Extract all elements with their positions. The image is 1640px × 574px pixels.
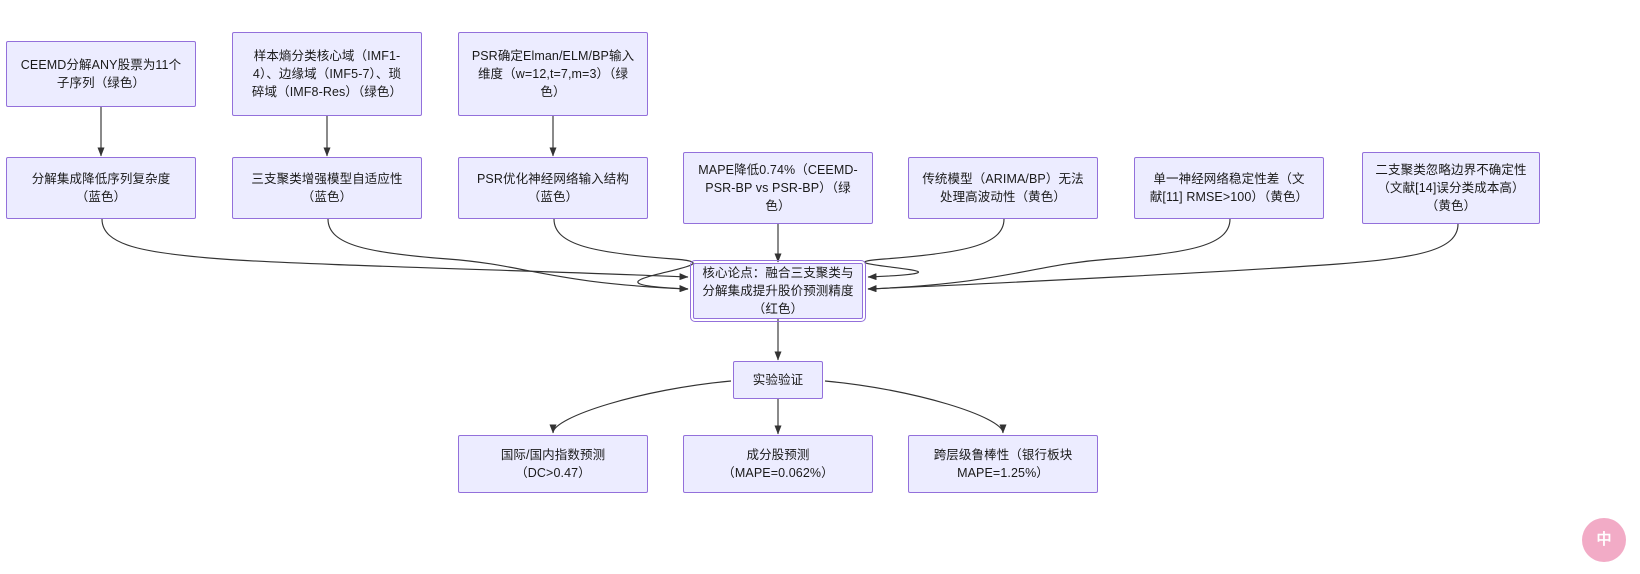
flow-node-n9[interactable]: 单一神经网络稳定性差（文 献[11] RMSE>100）（黄色） (1134, 157, 1324, 219)
flow-node-n8[interactable]: 传统模型（ARIMA/BP）无法 处理高波动性（黄色） (908, 157, 1098, 219)
flow-node-label: 成分股预测 （MAPE=0.062%） (692, 446, 864, 482)
flow-node-n11[interactable]: 实验验证 (733, 361, 823, 399)
flow-node-n4[interactable]: 分解集成降低序列复杂度 （蓝色） (6, 157, 196, 219)
flow-node-label: 二支聚类忽略边界不确定性 （文献[14]误分类成本高） （黄色） (1371, 161, 1531, 215)
flow-node-label: 跨层级鲁棒性（银行板块 MAPE=1.25%） (917, 446, 1089, 482)
flow-node-n10[interactable]: 二支聚类忽略边界不确定性 （文献[14]误分类成本高） （黄色） (1362, 152, 1540, 224)
flow-node-n12[interactable]: 国际/国内指数预测 （DC>0.47） (458, 435, 648, 493)
flow-node-n5[interactable]: 三支聚类增强模型自适应性 （蓝色） (232, 157, 422, 219)
watermark-text: 中 (1596, 532, 1611, 547)
flow-node-label: 分解集成降低序列复杂度 （蓝色） (15, 170, 187, 206)
watermark-badge: 中 (1582, 518, 1626, 562)
edge-n10-to-core (868, 224, 1458, 289)
edge-n9-to-core (868, 219, 1230, 289)
flow-node-label: PSR优化神经网络输入结构 （蓝色） (467, 170, 639, 206)
flow-node-n2[interactable]: 样本熵分类核心域（IMF1- 4）、边缘域（IMF5-7）、琐 碎域（IMF8-… (232, 32, 422, 116)
edge-n11-to-n12 (553, 381, 731, 433)
edge-n11-to-n14 (825, 381, 1003, 433)
flow-node-label: 国际/国内指数预测 （DC>0.47） (467, 446, 639, 482)
flow-node-core[interactable]: 核心论点：融合三支聚类与 分解集成提升股价预测精度 （红色） (693, 263, 863, 319)
flow-node-n6[interactable]: PSR优化神经网络输入结构 （蓝色） (458, 157, 648, 219)
flow-node-label: 单一神经网络稳定性差（文 献[11] RMSE>100）（黄色） (1143, 170, 1315, 206)
flow-node-label: CEEMD分解ANY股票为11个 子序列（绿色） (15, 56, 187, 92)
edge-n8-to-core (865, 219, 1004, 277)
flow-node-label: 三支聚类增强模型自适应性 （蓝色） (241, 170, 413, 206)
flow-node-label: PSR确定Elman/ELM/BP输入 维度（w=12,t=7,m=3）（绿 色… (467, 47, 639, 101)
flow-node-label: MAPE降低0.74%（CEEMD- PSR-BP vs PSR-BP）（绿 色… (692, 161, 864, 215)
edge-n4-to-core (102, 219, 688, 277)
edge-n5-to-core (328, 219, 688, 289)
edge-n6-to-core (554, 219, 693, 289)
flow-node-label: 核心论点：融合三支聚类与 分解集成提升股价预测精度 （红色） (702, 264, 854, 318)
flow-node-n3[interactable]: PSR确定Elman/ELM/BP输入 维度（w=12,t=7,m=3）（绿 色… (458, 32, 648, 116)
flow-node-label: 实验验证 (742, 371, 814, 389)
flow-node-n14[interactable]: 跨层级鲁棒性（银行板块 MAPE=1.25%） (908, 435, 1098, 493)
flow-node-n13[interactable]: 成分股预测 （MAPE=0.062%） (683, 435, 873, 493)
flow-node-n1[interactable]: CEEMD分解ANY股票为11个 子序列（绿色） (6, 41, 196, 107)
flow-node-label: 传统模型（ARIMA/BP）无法 处理高波动性（黄色） (917, 170, 1089, 206)
flow-node-n7[interactable]: MAPE降低0.74%（CEEMD- PSR-BP vs PSR-BP）（绿 色… (683, 152, 873, 224)
flow-node-label: 样本熵分类核心域（IMF1- 4）、边缘域（IMF5-7）、琐 碎域（IMF8-… (241, 47, 413, 101)
